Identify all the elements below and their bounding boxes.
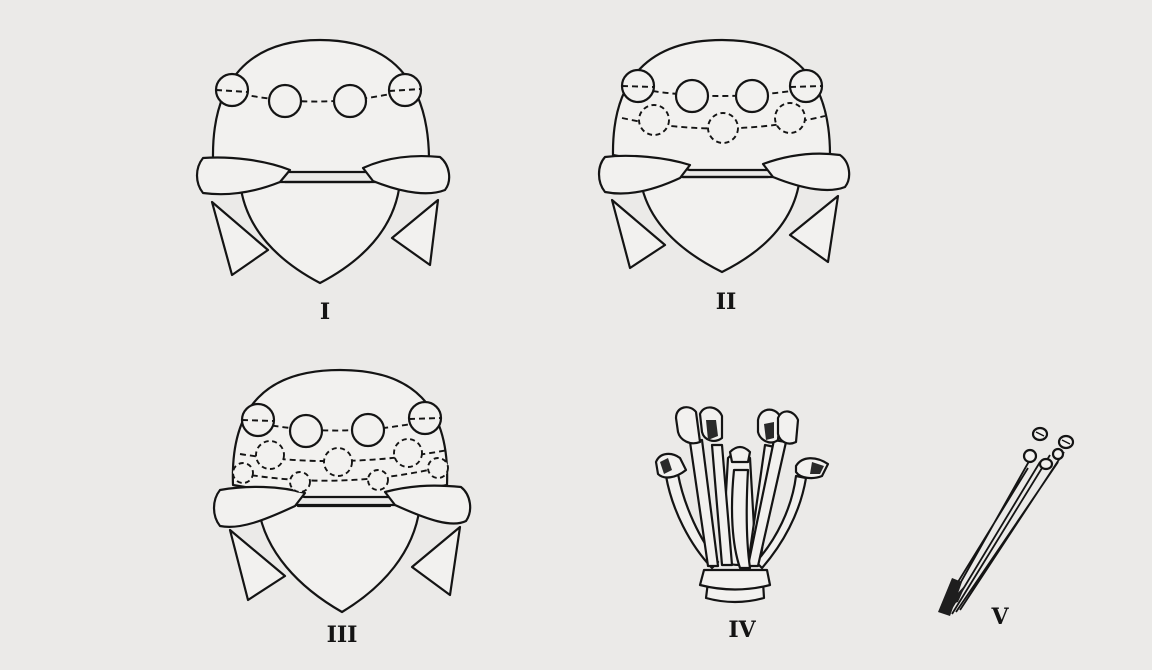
- panel-iii-label: III: [327, 622, 358, 648]
- panel-iii-drawing: [214, 370, 470, 612]
- panel-ii-label: II: [716, 289, 737, 315]
- panel-i-label: I: [320, 299, 330, 325]
- panel-i-drawing: [197, 40, 449, 283]
- panel-ii-drawing: [599, 40, 849, 272]
- panel-v-label: V: [990, 604, 1009, 630]
- panel-iv-label: IV: [728, 617, 756, 643]
